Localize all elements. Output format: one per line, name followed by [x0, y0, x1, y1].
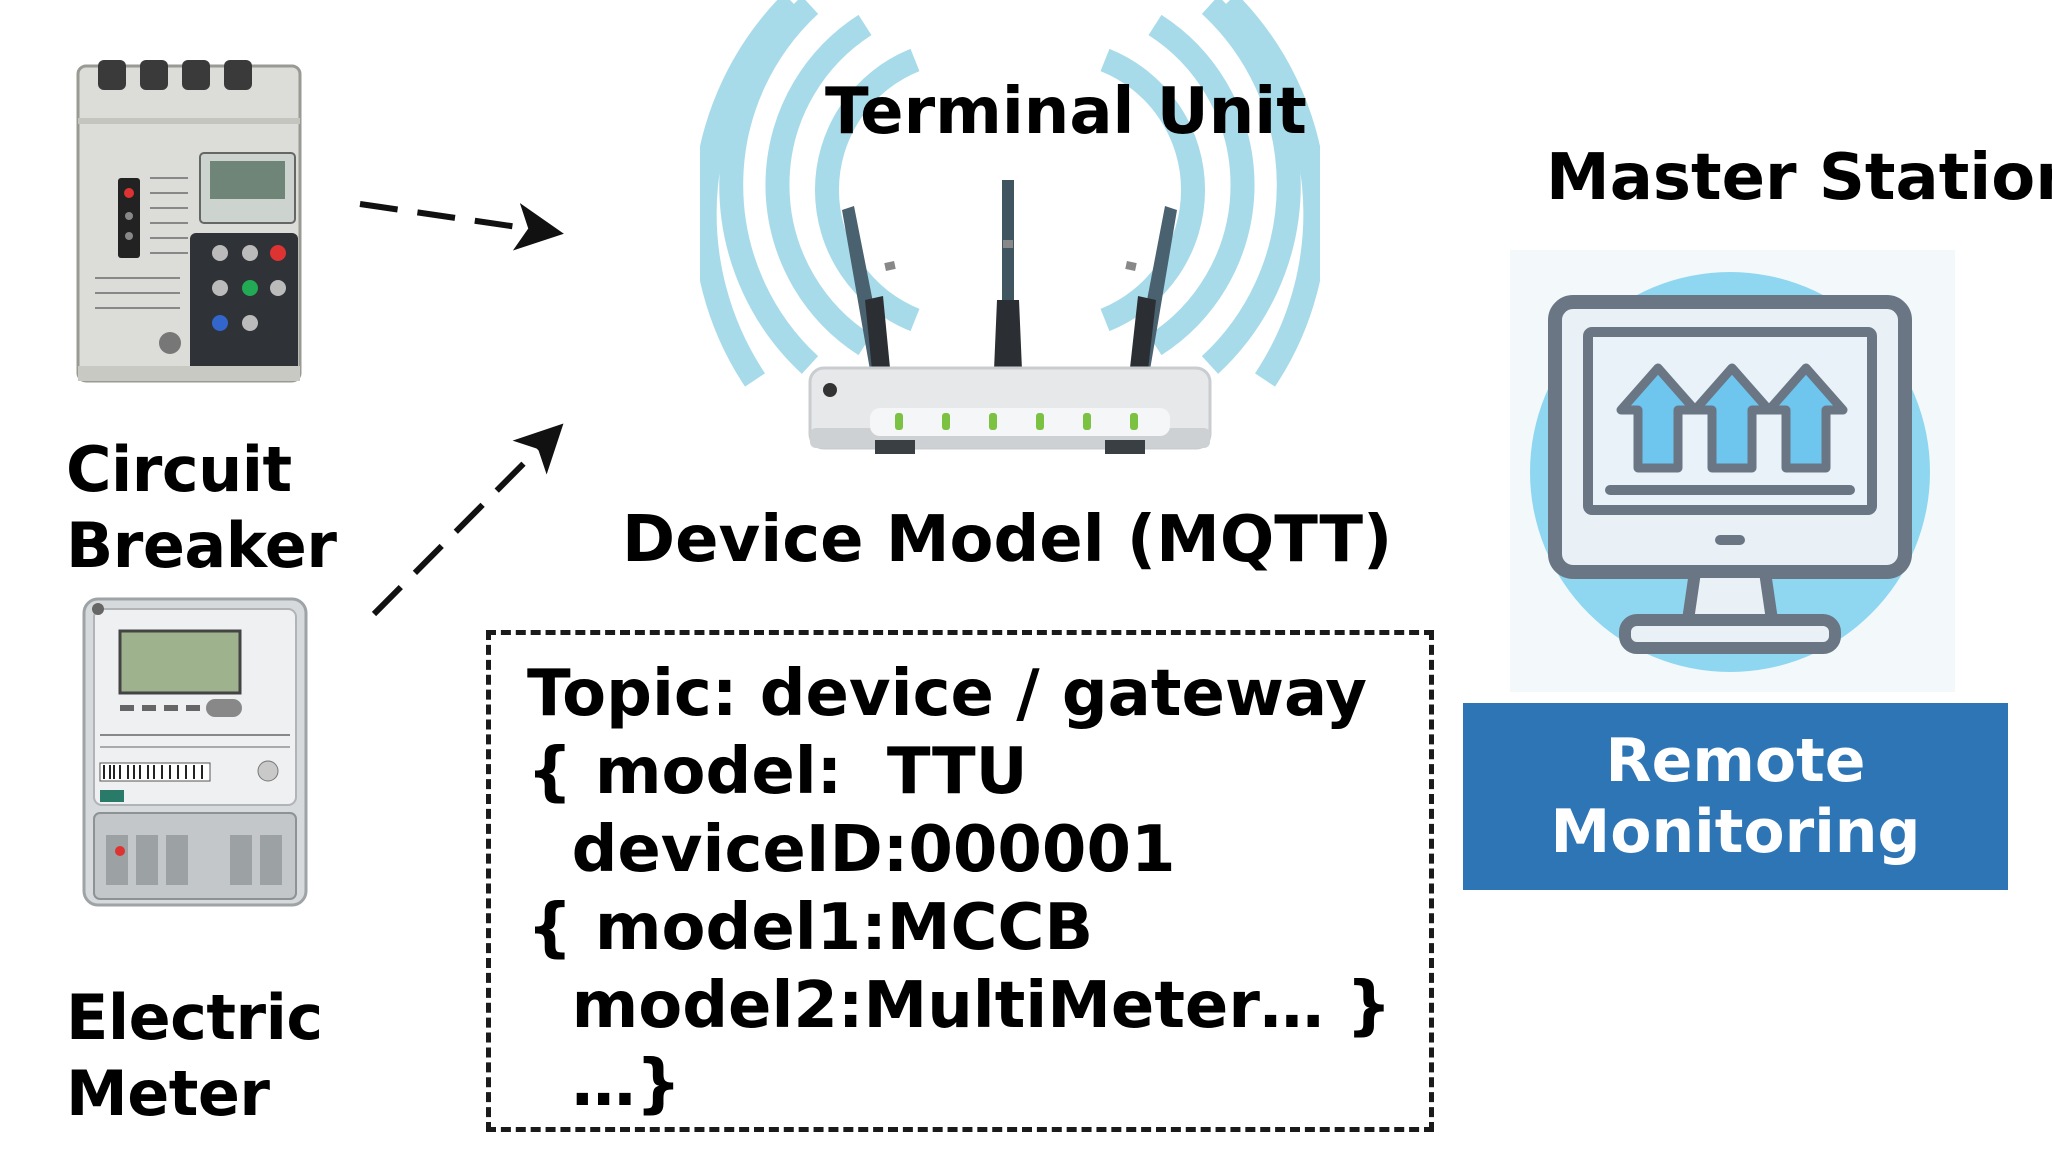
remote-monitoring-box: Remote Monitoring — [1463, 703, 2008, 890]
mqtt-message-box: Topic: device / gateway { model: TTU dev… — [486, 630, 1434, 1132]
wifi-router-icon — [700, 0, 1320, 454]
electric-meter-icon — [82, 597, 308, 907]
electric-meter-line2: Meter — [66, 1056, 270, 1130]
code-line: { model1:MCCB — [527, 891, 1094, 965]
circuit-breaker-label: Circuit Breaker — [66, 432, 337, 583]
terminal-unit-label: Terminal Unit — [825, 75, 1307, 149]
code-line: model2:MultiMeter… } — [527, 969, 1392, 1043]
electric-meter-line1: Electric — [66, 981, 323, 1054]
electric-meter-label: Electric Meter — [66, 980, 323, 1131]
circuit-breaker-icon — [76, 60, 302, 383]
monitor-icon — [1510, 250, 1955, 692]
circuit-breaker-line1: Circuit — [66, 433, 292, 506]
arrow-breaker-to-terminal — [359, 201, 564, 251]
remote-monitoring-line2: Monitoring — [1550, 796, 1921, 867]
master-station-label: Master Station — [1546, 141, 2052, 215]
code-line: { model: TTU — [527, 735, 1028, 809]
code-line: …} — [527, 1047, 682, 1121]
code-line: Topic: device / gateway — [527, 657, 1367, 731]
device-model-label: Device Model (MQTT) — [622, 503, 1393, 577]
code-line: deviceID:000001 — [527, 813, 1176, 887]
circuit-breaker-line2: Breaker — [66, 508, 337, 582]
arrow-meter-to-terminal — [371, 423, 564, 617]
remote-monitoring-line1: Remote — [1605, 725, 1866, 796]
